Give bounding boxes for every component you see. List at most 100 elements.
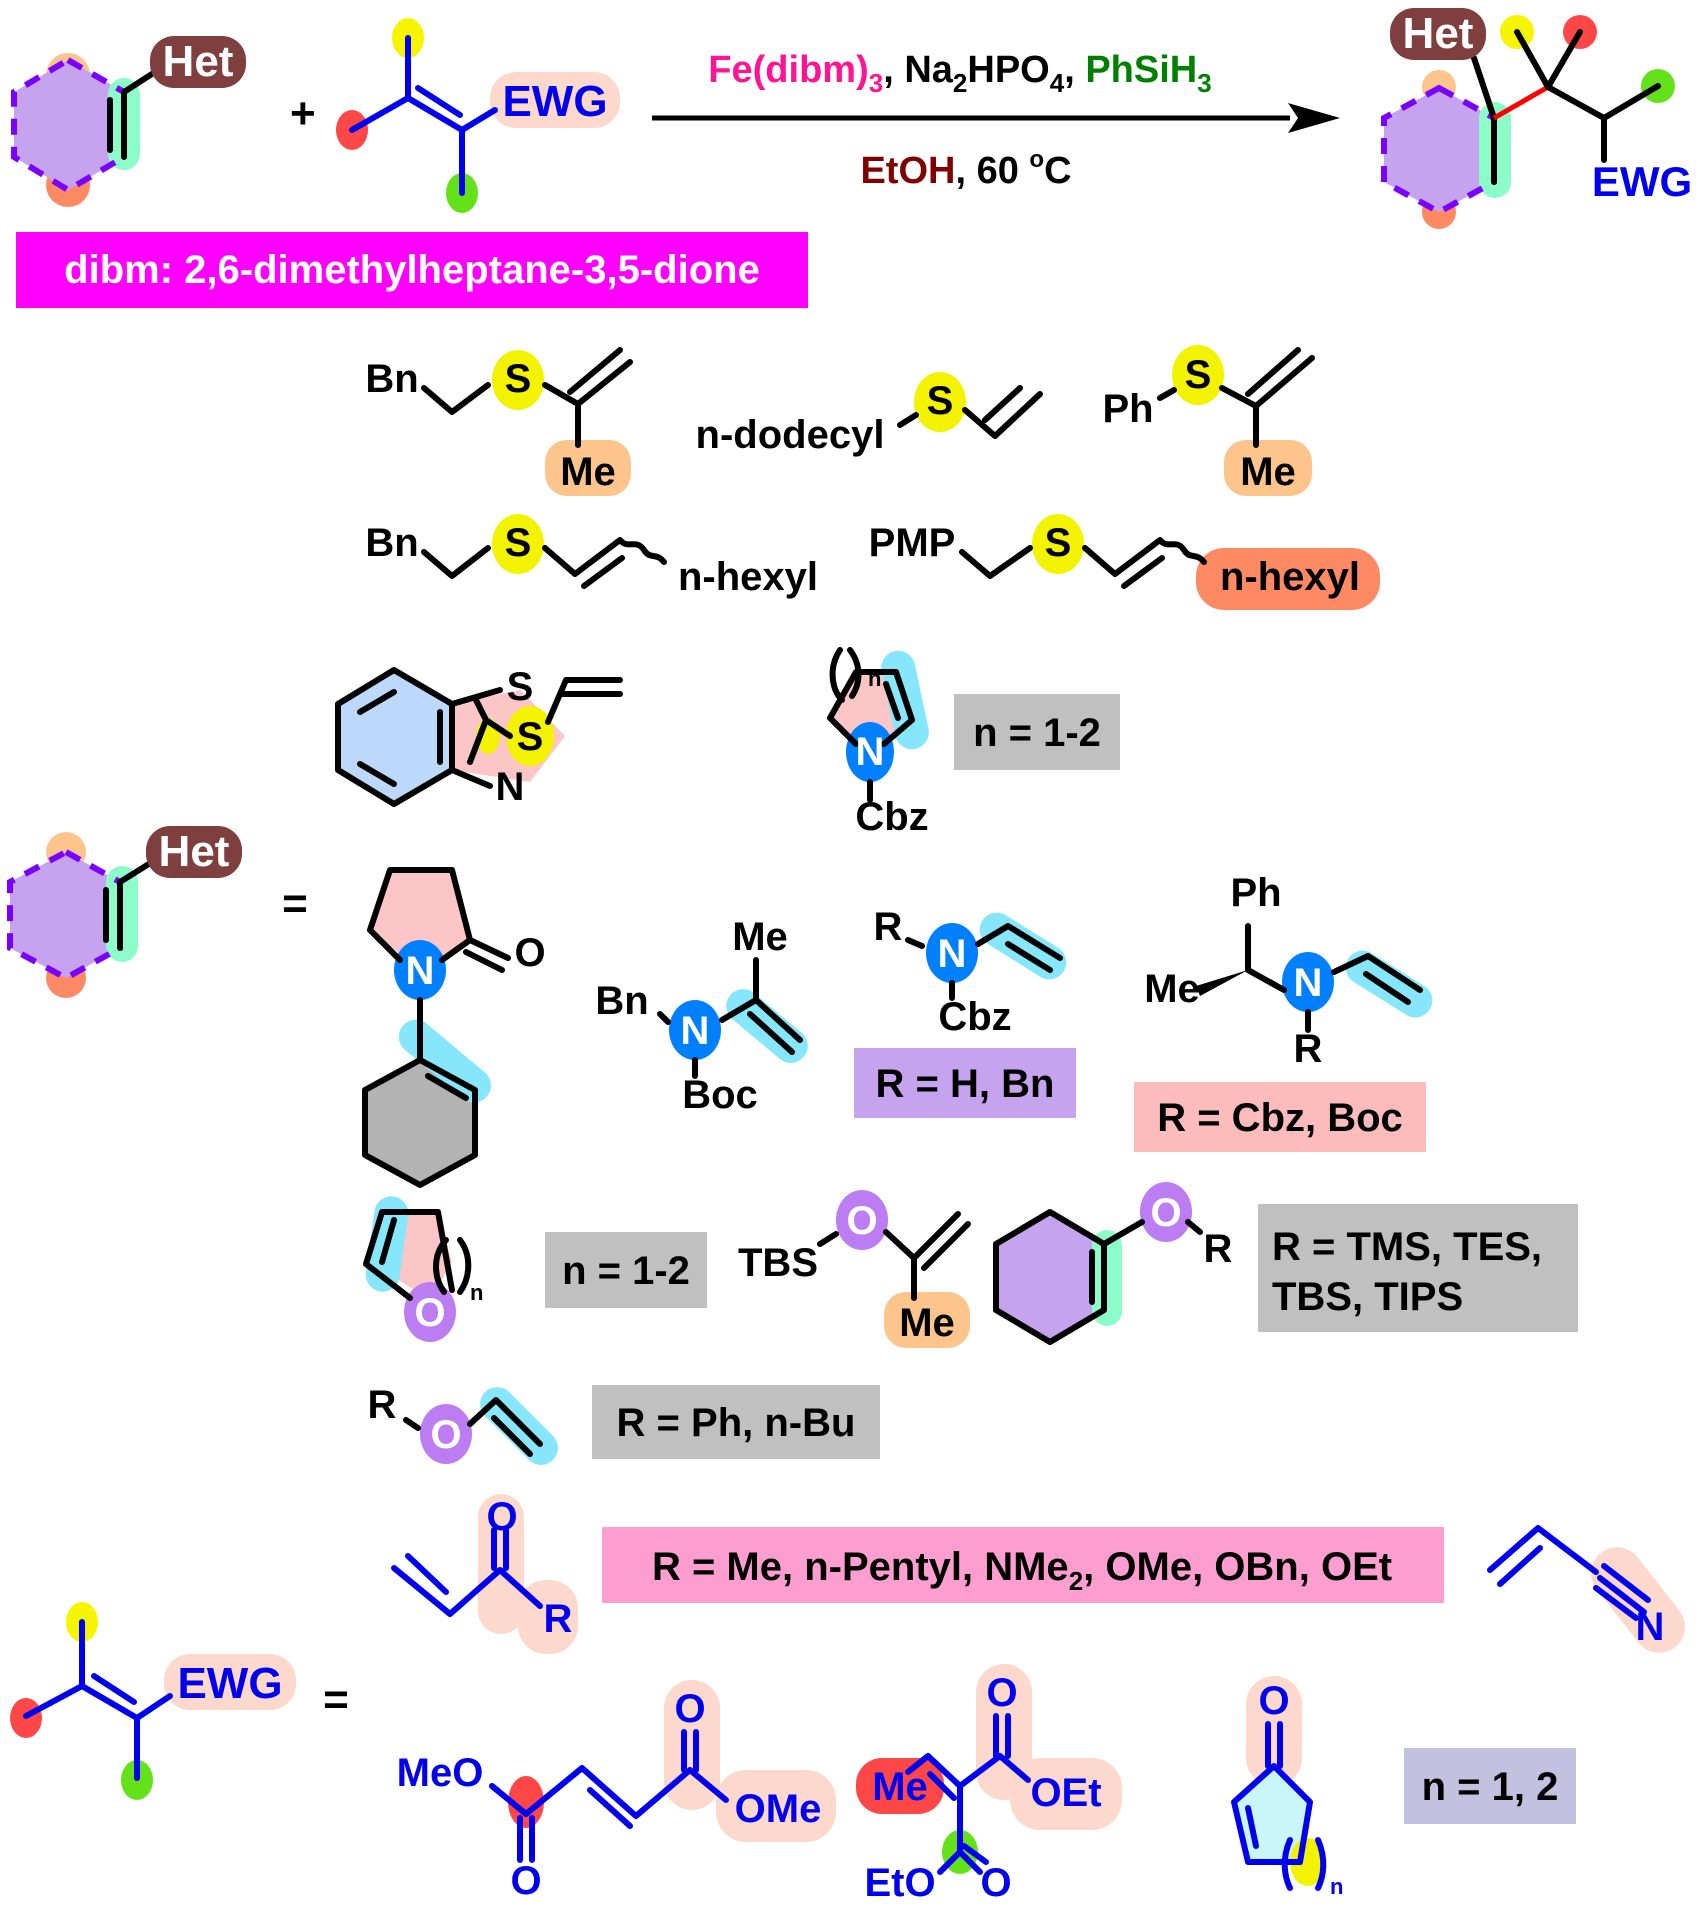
silyl-enol-ether: O R — [993, 1182, 1233, 1345]
nitrogen-highlight — [926, 923, 978, 983]
o-label: O — [430, 1413, 461, 1457]
ring-note-box — [1404, 1748, 1576, 1824]
het-badge — [146, 826, 242, 878]
sulfur-highlight — [1032, 514, 1084, 574]
s-vinyl-label: S — [517, 715, 544, 759]
me-label: Me — [1240, 450, 1296, 494]
n-label: N — [938, 932, 967, 976]
n-label: N — [681, 1009, 710, 1053]
n-label: N — [1294, 961, 1323, 1005]
cyclohexene-fill — [365, 1060, 475, 1185]
n-subscript: n — [868, 666, 881, 691]
oet-highlight — [1010, 1758, 1122, 1830]
me-label: Me — [872, 1765, 928, 1809]
sulfur-highlight — [506, 706, 554, 766]
silyl-note-line1: R = TMS, TES, — [1272, 1225, 1542, 1269]
carbonyl-highlight — [1246, 1676, 1302, 1786]
note-box-r-h-bn — [854, 1048, 1076, 1118]
n-subscript: n — [1330, 1874, 1343, 1899]
bn-label: Bn — [595, 979, 648, 1023]
boc-label: Boc — [682, 1073, 758, 1117]
bracket — [829, 647, 862, 703]
me-label: Me — [560, 450, 616, 494]
ewg-label: EWG — [1592, 158, 1692, 205]
o-top-label: O — [674, 1687, 705, 1731]
s-label: S — [505, 521, 532, 565]
nitrogen-highlight — [846, 722, 894, 782]
alkene-bonds — [349, 35, 498, 196]
s-label: S — [505, 357, 532, 401]
ewg-label: EWG — [502, 77, 607, 126]
n-label: N — [1636, 1605, 1665, 1649]
bonds — [335, 667, 623, 807]
n-ring-label: N — [496, 765, 525, 809]
enone: O R — [391, 1494, 578, 1654]
benzothiazole: S N S — [335, 665, 623, 809]
bonds — [993, 1209, 1203, 1345]
equals-sign: = — [323, 1675, 349, 1724]
n-note-box — [954, 694, 1120, 770]
silyl-note-line2: TBS, TIPS — [1272, 1275, 1463, 1319]
bonds — [391, 1527, 543, 1617]
dihydrofuran: n O — [363, 1196, 483, 1342]
vinyl-note-box — [592, 1385, 880, 1459]
tbs-label: TBS — [738, 1241, 818, 1285]
ome-label: OMe — [735, 1787, 822, 1831]
ring-note: n = 1, 2 — [1422, 1765, 1559, 1809]
dibm-banner — [16, 232, 808, 308]
sulfur-highlight — [914, 372, 966, 432]
ome-highlight — [716, 1770, 836, 1842]
bonds — [905, 1713, 1031, 1875]
enone-note-box — [602, 1527, 1444, 1603]
wedge-bond — [1196, 970, 1248, 996]
note-r-cbz-boc: R = Cbz, Boc — [1157, 1096, 1403, 1140]
bonds — [421, 537, 667, 589]
o-label: O — [514, 931, 545, 975]
sulfur-highlight — [492, 350, 544, 410]
s-label: S — [927, 379, 954, 423]
bracket — [1281, 1837, 1327, 1891]
plus-sign: + — [290, 89, 316, 138]
arrow-head — [1288, 103, 1340, 133]
bonds — [1487, 1525, 1651, 1621]
hexyl-label: n-hexyl — [1220, 555, 1360, 599]
r-label: R — [544, 1597, 573, 1641]
conditions-line: EtOH, 60 oC — [860, 146, 1071, 192]
nitrogen-highlight — [394, 940, 446, 1000]
me-label: Me — [732, 915, 788, 959]
n-note-2: n = 1-2 — [562, 1249, 690, 1293]
lactam-fill — [370, 870, 470, 970]
new-cc-bond — [1492, 84, 1550, 121]
oxygen-highlight — [836, 1190, 888, 1250]
dibm-note: dibm: 2,6-dimethylheptane-3,5-dione — [64, 248, 760, 292]
ring-fill — [14, 60, 124, 190]
het-alkene-definition: Het = — [7, 826, 308, 998]
me-label: Me — [1144, 967, 1200, 1011]
bonds — [657, 957, 803, 1079]
s-ring-label: S — [507, 665, 534, 709]
ewg-highlight — [490, 72, 620, 128]
bonds — [103, 859, 155, 951]
r-label: R — [874, 905, 903, 949]
s-label: S — [1045, 521, 1072, 565]
vinyl-note: R = Ph, n-Bu — [617, 1401, 856, 1445]
o-label: O — [846, 1199, 877, 1243]
bonds — [489, 1729, 729, 1863]
product: Het EWG — [1381, 8, 1692, 229]
sulfur-highlight — [492, 514, 544, 574]
chiral-enamine: Ph Me N R — [1144, 871, 1433, 1071]
cyclic-enone: O n — [1231, 1676, 1343, 1899]
o-bottom-label: O — [510, 1859, 541, 1903]
enone-note: R = Me, n-Pentyl, NMe2, OMe, OBn, OEt — [652, 1545, 1392, 1596]
me-label: Me — [899, 1301, 955, 1345]
bn-label: Bn — [365, 357, 418, 401]
het-badge — [1390, 8, 1486, 60]
alkene-bond — [107, 69, 158, 160]
equals-sign: = — [282, 879, 308, 928]
n-boc-enamine: Me Bn N Boc — [595, 915, 808, 1117]
n-subscript: n — [470, 1280, 483, 1305]
nitrogen-highlight — [669, 1000, 721, 1060]
alkene-highlight — [1345, 950, 1433, 1018]
oxygen-highlight — [420, 1404, 472, 1464]
